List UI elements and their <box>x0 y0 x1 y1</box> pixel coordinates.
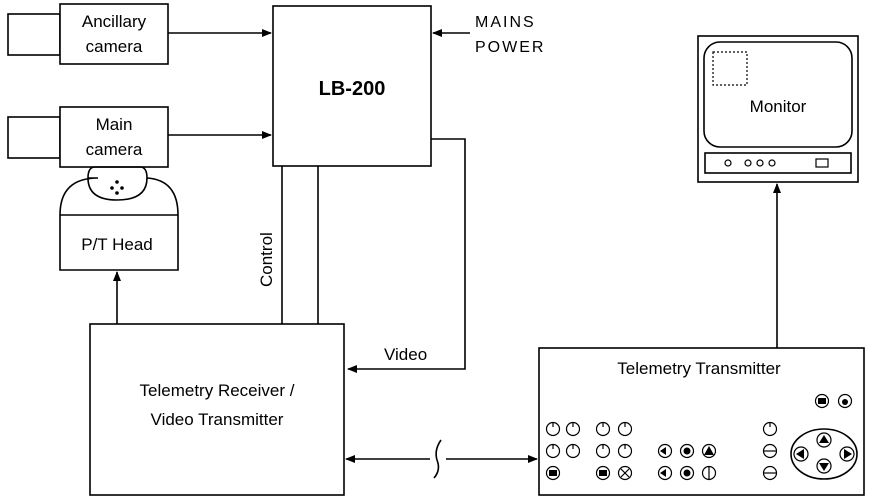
main-camera-label-2: camera <box>86 140 143 159</box>
main-camera-label-1: Main <box>96 115 133 134</box>
wireless-link-icon <box>345 439 538 479</box>
lb200-unit: LB-200 <box>272 5 432 167</box>
mains-power-label-1: MAINS <box>475 14 536 31</box>
control-label: Control <box>257 232 276 287</box>
monitor-screen-icon <box>703 41 853 148</box>
telemetry-receiver-label-1: Telemetry Receiver / <box>140 381 295 400</box>
telemetry-transmitter-label: Telemetry Transmitter <box>617 359 781 378</box>
ancillary-camera-label-1: Ancillary <box>82 12 147 31</box>
monitor-label: Monitor <box>750 97 807 116</box>
camera-lens-icon <box>7 116 61 159</box>
side-knob-icons <box>762 393 853 481</box>
lb200-label: LB-200 <box>319 78 386 100</box>
telemetry-transmitter: Telemetry Transmitter <box>538 347 865 496</box>
joystick-pad-icon <box>790 428 858 480</box>
control-knob-icon <box>545 421 633 481</box>
mains-power-label-2: POWER <box>475 39 545 56</box>
telemetry-receiver-label-2: Video Transmitter <box>151 410 284 429</box>
ancillary-camera-label-2: camera <box>86 37 143 56</box>
main-camera: Main camera <box>7 106 169 168</box>
ancillary-camera: Ancillary camera <box>7 3 169 65</box>
telemetry-receiver: Telemetry Receiver / Video Transmitter <box>89 323 345 496</box>
video-line <box>347 138 466 373</box>
pt-head: P/T Head <box>59 166 179 271</box>
function-button-icons <box>657 443 717 481</box>
monitor: Monitor <box>697 35 859 183</box>
control-lines: Control <box>257 166 319 345</box>
camera-lens-icon <box>7 13 61 56</box>
pt-head-label: P/T Head <box>81 235 153 254</box>
video-label: Video <box>384 345 427 364</box>
